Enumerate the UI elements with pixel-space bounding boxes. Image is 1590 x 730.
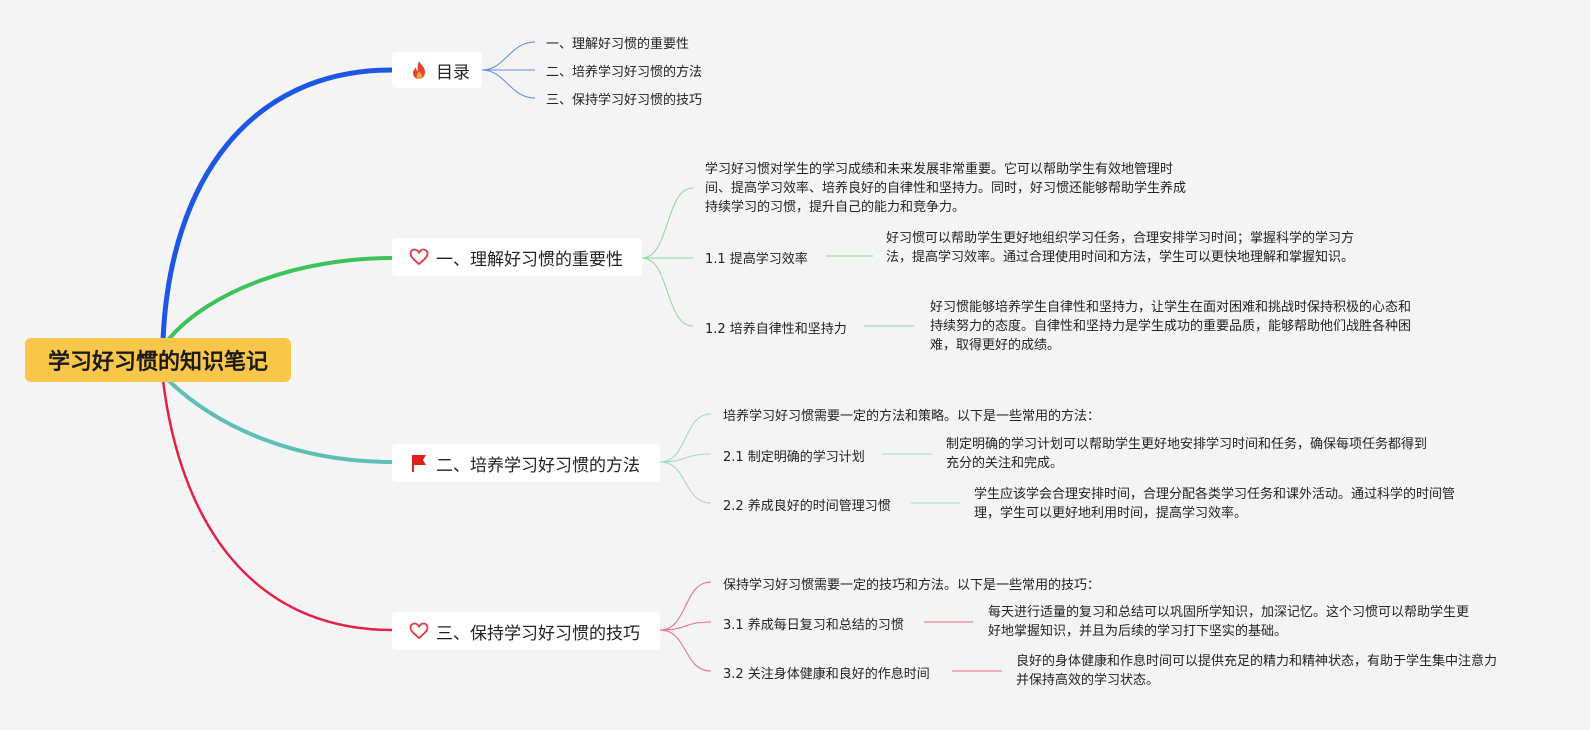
sec2-sub1-desc: 制定明确的学习计划可以帮助学生更好地安排学习时间和任务，确保每项任务都得到充分的… bbox=[946, 437, 1428, 471]
sec3-sub2-label[interactable]: 3.2 关注身体健康和良好的作息时间 bbox=[723, 667, 930, 682]
sec2-intro: 培养学习好习惯需要一定的方法和策略。以下是一些常用的方法： bbox=[723, 409, 1101, 424]
heart-icon bbox=[408, 620, 430, 642]
flag-icon bbox=[408, 452, 430, 474]
branch-toc[interactable]: 目录 bbox=[392, 52, 482, 88]
toc-item-2[interactable]: 二、培养学习好习惯的方法 bbox=[546, 65, 703, 80]
branch-sec1[interactable]: 一、理解好习惯的重要性 bbox=[392, 238, 642, 276]
branch-line-toc bbox=[160, 67, 395, 343]
sec1-sub1-desc: 好习惯可以帮助学生更好地组织学习任务，合理安排学习时间；掌握科学的学习方法，提高… bbox=[886, 231, 1355, 265]
sec1-sub2-desc: 好习惯能够培养学生自律性和坚持力，让学生在面对困难和挑战时保持积极的心态和持续努… bbox=[930, 300, 1412, 353]
sec3-sub1-label[interactable]: 3.1 养成每日复习和总结的习惯 bbox=[723, 618, 904, 633]
sec2-sub1-label[interactable]: 2.1 制定明确的学习计划 bbox=[723, 450, 865, 465]
sec1-intro: 学习好习惯对学生的学习成绩和未来发展非常重要。它可以帮助学生有效地管理时间、提高… bbox=[705, 162, 1187, 215]
fire-icon bbox=[408, 59, 430, 81]
sec2-sub2-label[interactable]: 2.2 养成良好的时间管理习惯 bbox=[723, 499, 891, 514]
toc-item-3[interactable]: 三、保持学习好习惯的技巧 bbox=[546, 93, 703, 108]
branch-toc-label: 目录 bbox=[436, 62, 470, 83]
branch-sec3[interactable]: 三、保持学习好习惯的技巧 bbox=[392, 612, 660, 650]
sec3-sub1-desc: 每天进行适量的复习和总结可以巩固所学知识，加深记忆。这个习惯可以帮助学生更好地掌… bbox=[988, 605, 1470, 639]
branch-sec3-label: 三、保持学习好习惯的技巧 bbox=[436, 623, 640, 644]
branch-line-sec3 bbox=[161, 378, 394, 632]
sec2-sub2-desc: 学生应该学会合理安排时间，合理分配各类学习任务和课外活动。通过科学的时间管理，学… bbox=[974, 487, 1456, 521]
branch-sec2-label: 二、培养学习好习惯的方法 bbox=[436, 455, 640, 476]
branch-line-sec1 bbox=[166, 256, 394, 342]
sec3-sub2-desc: 良好的身体健康和作息时间可以提供充足的精力和精神状态，有助于学生集中注意力并保持… bbox=[1016, 654, 1498, 688]
sec3-intro: 保持学习好习惯需要一定的技巧和方法。以下是一些常用的技巧： bbox=[723, 578, 1101, 593]
branch-sec2[interactable]: 二、培养学习好习惯的方法 bbox=[392, 444, 660, 482]
branch-sec1-label: 一、理解好习惯的重要性 bbox=[436, 249, 623, 270]
sec1-sub2-label[interactable]: 1.2 培养自律性和坚持力 bbox=[705, 322, 847, 337]
branch-line-sec2 bbox=[166, 378, 394, 464]
root-topic[interactable]: 学习好习惯的知识笔记 bbox=[25, 338, 291, 382]
toc-item-1[interactable]: 一、理解好习惯的重要性 bbox=[546, 37, 690, 52]
heart-icon bbox=[408, 246, 430, 268]
sec1-sub1-label[interactable]: 1.1 提高学习效率 bbox=[705, 252, 808, 267]
